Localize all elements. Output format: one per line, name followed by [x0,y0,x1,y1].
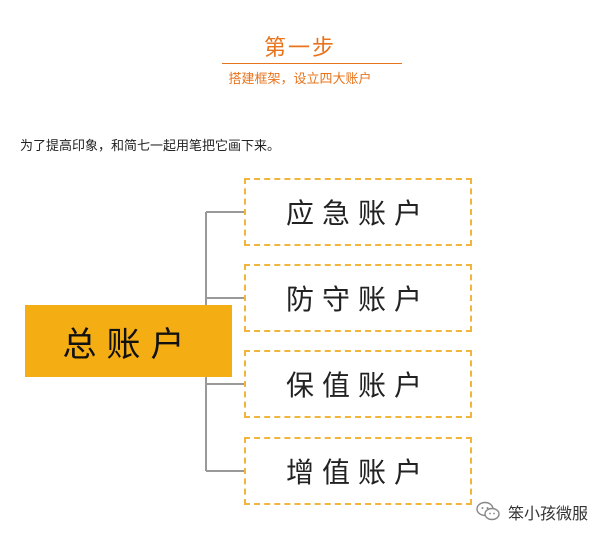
sub-account-box-preserve: 保值账户 [244,350,472,418]
sub-account-box-emergency: 应急账户 [244,178,472,246]
step-subtitle: 搭建框架，设立四大账户 [228,72,372,87]
title-divider [222,63,402,64]
watermark: 笨小孩微服 [476,500,588,524]
watermark-text: 笨小孩微服 [508,504,589,523]
main-account-box: 总账户 [25,305,232,377]
wechat-icon [476,501,500,521]
sub-account-box-growth: 增值账户 [244,437,472,505]
intro-text: 为了提高印象，和简七一起用笔把它画下来。 [20,139,281,154]
sub-account-box-defense: 防守账户 [244,264,472,332]
step-title: 第一步 [263,36,336,61]
